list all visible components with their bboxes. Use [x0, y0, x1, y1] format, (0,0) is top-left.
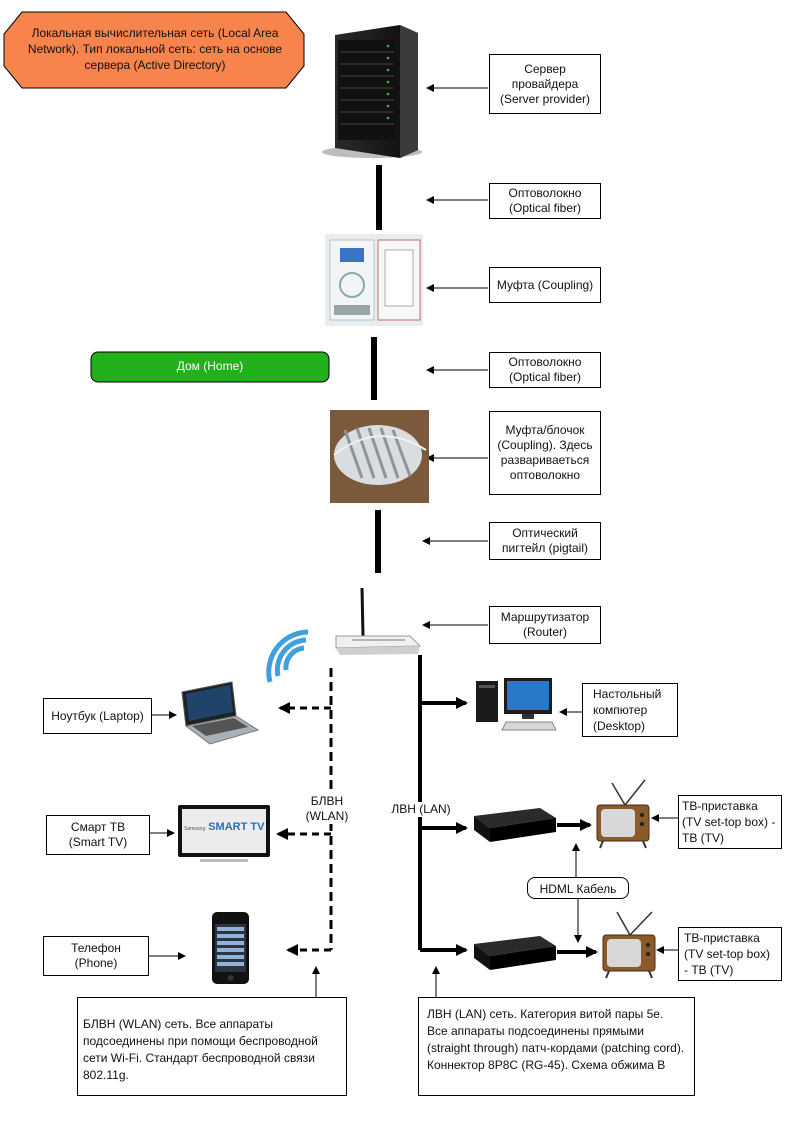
tv-set-top-box-label-2: ТВ-приставка (TV set-top box) - ТВ (TV)	[678, 927, 782, 981]
coupling-label: Муфта (Coupling)	[489, 267, 601, 303]
phone-label: Телефон (Phone)	[43, 936, 149, 976]
router-label: Маршрутизатор (Router)	[489, 606, 601, 644]
splice-coupling-label: Муфта/блочок (Coupling). Здесь разварива…	[489, 411, 601, 495]
retro-tv-icon-2	[602, 911, 656, 979]
title-note: Локальная вычислительная сеть (Local Are…	[27, 26, 283, 72]
smart-tv-logo-main: SMART TV	[208, 821, 265, 833]
optical-fiber-label-1: Оптоволокно (Optical fiber)	[489, 183, 601, 219]
hdmi-cable-label: HDML Кабель	[527, 877, 629, 899]
retro-tv-icon-1	[596, 779, 650, 849]
splice-tray-icon	[330, 410, 429, 503]
set-top-box-icon-2	[474, 936, 556, 970]
title-note-shape	[3, 11, 305, 89]
wifi-waves-icon	[266, 629, 309, 683]
wlan-note: БЛВН (WLAN) сеть. Все аппараты подсоедин…	[77, 997, 347, 1096]
tv-set-top-box-label-1: ТВ-приставка (TV set-top box) - ТВ (TV)	[678, 795, 782, 849]
server-label: Сервер провайдера (Server provider)	[489, 54, 601, 114]
home-label: Дом (Home)	[176, 359, 244, 373]
phone-icon	[212, 912, 249, 984]
server-icon	[322, 25, 422, 158]
laptop-icon	[181, 681, 260, 745]
set-top-box-icon-1	[474, 808, 556, 842]
wlan-line-label: БЛВН (WLAN)	[304, 794, 350, 824]
coupling-box-icon	[325, 234, 423, 326]
smart-tv-logo: Samsung SMART TV	[184, 821, 264, 833]
home-label-shape	[90, 351, 330, 383]
router-icon	[335, 587, 422, 655]
lan-note: ЛВН (LAN) сеть. Категория витой пары 5е.…	[418, 997, 695, 1096]
lan-line-label: ЛВН (LAN)	[386, 802, 456, 817]
desktop-label: Настольный компютер (Desktop)	[582, 683, 678, 737]
laptop-label: Ноутбук (Laptop)	[43, 698, 152, 734]
smart-tv-label: Смарт ТВ (Smart TV)	[46, 815, 150, 855]
pigtail-label: Оптический пигтейл (pigtail)	[489, 522, 601, 560]
desktop-icon	[476, 678, 557, 731]
optical-fiber-label-2: Оптоволокно (Optical fiber)	[489, 352, 601, 388]
smart-tv-logo-small: Samsung	[184, 826, 206, 832]
smart-tv-icon	[178, 805, 270, 862]
